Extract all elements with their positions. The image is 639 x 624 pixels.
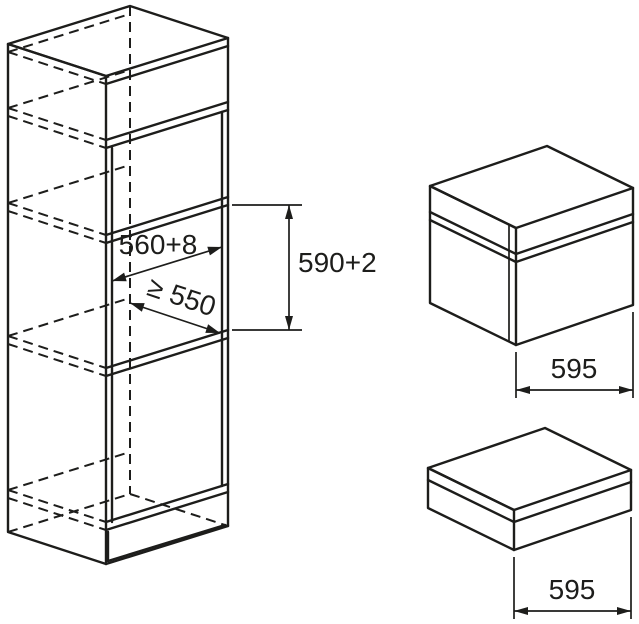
top-panel-hidden-edge (7, 51, 107, 85)
cabinet-top-panel-front-edge (104, 44, 230, 86)
dimension-line (111, 246, 223, 282)
niche-depth-label: ≥ 550 (144, 271, 220, 322)
drawer-width-label: 595 (549, 574, 596, 605)
upper-shelf-hidden-back-edge (7, 69, 131, 109)
cabinet-bottom-front-edge (104, 524, 230, 566)
oven-door-top-seam (428, 218, 635, 264)
arrowhead (207, 246, 222, 256)
oven-width-label: 595 (551, 353, 598, 384)
arrowhead (619, 386, 633, 394)
warming-drawer-drawing (426, 426, 633, 552)
arrowhead (617, 607, 631, 615)
oven-top-face (428, 144, 635, 230)
cabinet-floor-front-edge-bottom (104, 490, 230, 532)
upper-shelf-front-edge-bottom (104, 108, 230, 150)
niche-top-shelf-front-edge-top (104, 195, 230, 237)
drawer-right-face (512, 468, 633, 552)
oven-left-face (428, 184, 518, 347)
tall-cabinet-drawing (6, 4, 230, 566)
arrowhead (130, 303, 145, 312)
niche-floor-front-edge-bottom (104, 336, 230, 378)
niche-top-shelf-front-edge-bottom (104, 203, 230, 245)
niche-top-shelf-hidden-edge-1 (7, 202, 107, 236)
drawer-width-dimension: 595 (513, 517, 632, 619)
upper-shelf-front-edge-top (104, 100, 230, 142)
cabinet-bottom-back-edge-left (7, 493, 131, 533)
niche-top-shelf-hidden-edge-2 (7, 210, 107, 244)
arrowhead (514, 607, 528, 615)
plinth-bottom-edge (106, 523, 227, 563)
cabinet-visible-edges (6, 4, 230, 566)
niche-depth-dimension: ≥ 550 (129, 271, 221, 334)
arrowhead (205, 324, 220, 333)
niche-floor-front-edge-top (104, 328, 230, 370)
arrowhead (516, 386, 530, 394)
arrowhead (112, 272, 127, 282)
cabinet-floor-hidden-back-edge (7, 451, 131, 491)
top-panel-hidden-back-edge (7, 13, 131, 53)
cabinet-floor-hidden-edge-1 (7, 489, 107, 523)
compact-oven-drawing (428, 144, 635, 347)
dimension-line (129, 302, 221, 334)
niche-width-dimension: 560+8 (111, 223, 223, 295)
oven-control-panel-seam (428, 210, 635, 256)
cabinet-floor-front-edge-top (104, 482, 230, 524)
niche-floor-hidden-back-edge (7, 297, 131, 337)
niche-height-dimension: 590+2 (232, 204, 377, 331)
cabinet-left-side-panel (6, 42, 108, 566)
drawer-front-panel-seam (426, 478, 633, 524)
oven-right-face (514, 186, 635, 347)
niche-floor-hidden-edge-1 (7, 335, 107, 369)
arrowhead (285, 316, 293, 330)
niche-floor-hidden-edge-2 (7, 343, 107, 377)
arrowhead (285, 205, 293, 219)
upper-shelf-hidden-edge-1 (7, 107, 107, 141)
cabinet-floor-hidden-edge-2 (7, 497, 107, 531)
cabinet-hidden-edges (7, 6, 229, 533)
cabinet-bottom-back-edge-right (129, 493, 229, 527)
niche-width-label: 560+8 (119, 229, 198, 260)
oven-width-dimension: 595 (515, 312, 634, 398)
niche-top-shelf-hidden-back-edge (7, 164, 131, 204)
upper-shelf-hidden-edge-2 (7, 115, 107, 149)
niche-height-label: 590+2 (298, 247, 377, 278)
drawer-left-face (426, 466, 516, 552)
drawer-top-face (426, 426, 633, 512)
